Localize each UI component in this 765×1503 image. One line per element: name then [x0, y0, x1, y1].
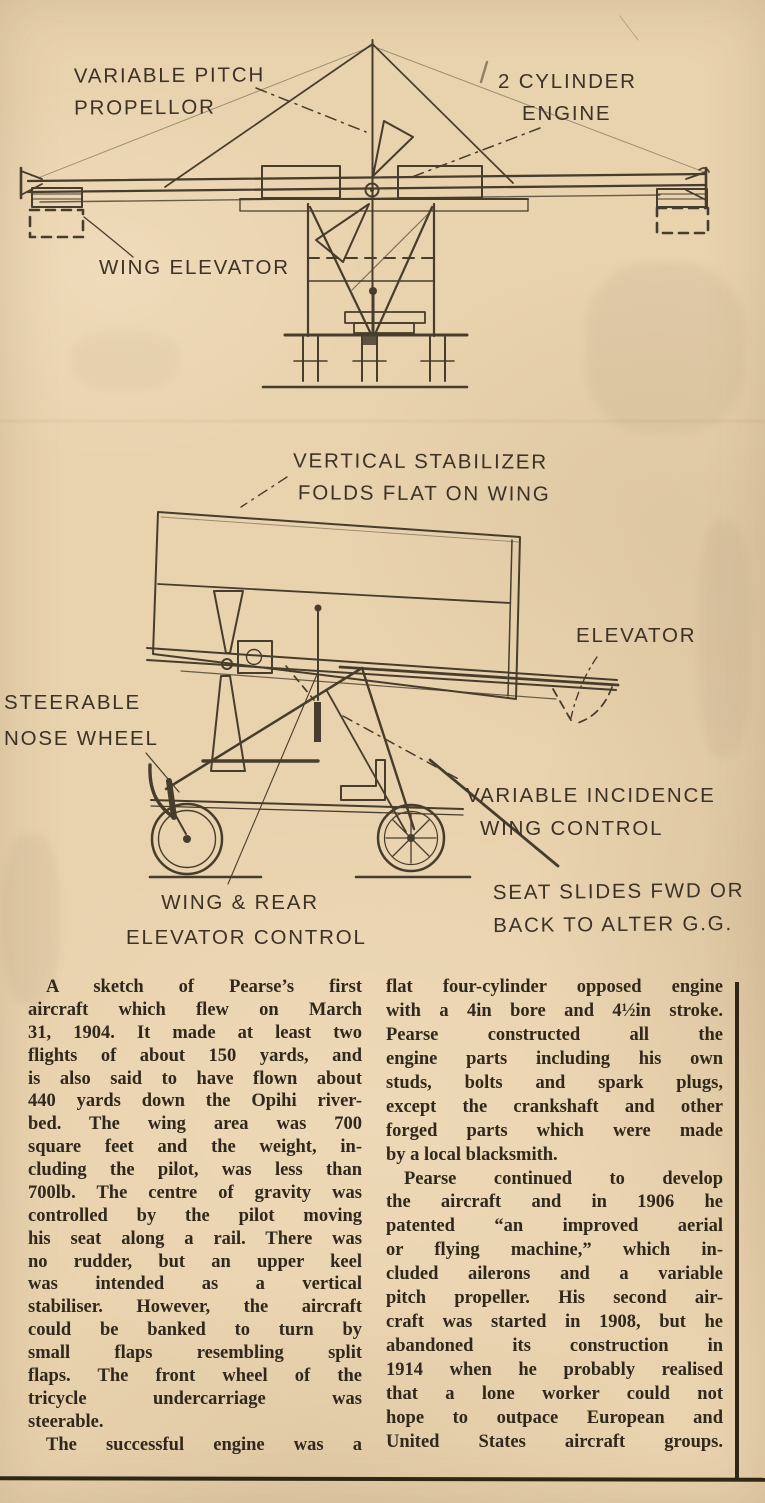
- rear-wheel: [376, 803, 446, 873]
- front-undercarriage: [261, 202, 469, 389]
- article-line: 31, 1904. It made at least two: [28, 1022, 362, 1043]
- article-line: that a lone worker could not: [386, 1383, 723, 1404]
- article-line: flat four-cylinder opposed engine: [386, 977, 723, 997]
- aircraft-sketch-diagrams: [19, 15, 710, 885]
- article-line: is also said to have flown about: [28, 1068, 362, 1089]
- label-elevator: ELEVATOR: [576, 620, 696, 652]
- wingtip-elevators: [28, 187, 710, 239]
- front-propeller: [315, 120, 414, 263]
- label-line: ELEVATOR: [576, 624, 697, 647]
- label-vertical-stabilizer: VERTICAL STABILIZER FOLDS FLAT ON WING: [293, 445, 551, 510]
- article-line: hope to outpace European and: [386, 1407, 723, 1428]
- label-line: VARIABLE INCIDENCE: [466, 784, 716, 807]
- article-line: could be banked to turn by: [28, 1320, 362, 1341]
- article-column-right: flat four-cylinder opposed engine with a …: [386, 976, 723, 1455]
- side-wing-and-tail: [146, 647, 620, 700]
- article-line: patented “an improved aerial: [386, 1216, 723, 1237]
- label-line: ENGINE: [522, 102, 612, 125]
- article-line: aircraft which flew on March: [28, 999, 362, 1020]
- article-line: forged parts which were made: [386, 1120, 723, 1141]
- label-wing-elevator: WING ELEVATOR: [99, 252, 290, 284]
- bleed-through-mark: [2, 833, 60, 1005]
- scratch-mark: [619, 15, 639, 41]
- label-variable-pitch-propellor: VARIABLE PITCH PROPELLOR: [74, 59, 266, 124]
- article-line: tricycle undercarriage was: [28, 1388, 362, 1409]
- side-frame: [148, 604, 464, 835]
- bleed-through-mark: [697, 520, 751, 758]
- article-line: flaps. The front wheel of the: [28, 1365, 362, 1386]
- label-steerable-nose-wheel: STEERABLE NOSE WHEEL: [4, 685, 159, 757]
- article-line: stabiliser. However, the aircraft: [28, 1297, 362, 1318]
- side-leader-lines: [145, 476, 598, 885]
- bleed-through-mark: [70, 330, 180, 390]
- article-line: the aircraft and in 1906 he: [386, 1192, 723, 1213]
- article-line: The successful engine was a: [46, 1434, 362, 1455]
- side-engine: [237, 640, 273, 674]
- label-line: NOSE WHEEL: [4, 727, 159, 750]
- bottom-rule: [0, 1476, 765, 1482]
- article-line: Pearse constructed all the: [386, 1024, 723, 1045]
- article-line: cluding the pilot, was less than: [28, 1160, 362, 1180]
- label-line: WING ELEVATOR: [99, 256, 290, 279]
- article-line: engine parts including his own: [386, 1048, 723, 1069]
- article-line: square feet and the weight, in-: [28, 1137, 362, 1158]
- article-line: was intended as a vertical: [28, 1274, 362, 1295]
- label-line: SEAT SLIDES FWD OR: [492, 878, 745, 905]
- article-line: 440 yards down the Opihi river-: [28, 1091, 362, 1112]
- label-seat-slides: SEAT SLIDES FWD OR BACK TO ALTER G.G.: [493, 874, 745, 942]
- paper-crease: [0, 420, 765, 422]
- article-line: steerable.: [28, 1411, 104, 1432]
- label-line: STEERABLE: [4, 691, 141, 714]
- article-line: Pearse continued to develop: [404, 1168, 723, 1189]
- article-line: no rudder, but an upper keel: [28, 1251, 362, 1272]
- article-line: abandoned its construction in: [386, 1336, 723, 1357]
- bleed-through-mark: [585, 262, 745, 434]
- front-view-diagram: [19, 15, 710, 389]
- label-line: VARIABLE PITCH: [73, 63, 266, 88]
- side-propeller: [210, 590, 246, 772]
- article-line: except the crankshaft and other: [386, 1096, 723, 1117]
- article-line: with a 4in bore and 4½in stroke.: [386, 1000, 723, 1021]
- article-line: 700lb. The centre of gravity was: [28, 1182, 362, 1203]
- article-line: studs, bolts and spark plugs,: [386, 1072, 723, 1093]
- article-line: flights of about 150 yards, and: [28, 1045, 362, 1066]
- article-line: pitch propeller. His second air-: [386, 1288, 723, 1309]
- article-line: United States aircraft groups.: [386, 1431, 723, 1452]
- label-line: WING CONTROL: [480, 817, 664, 840]
- front-nose-wheel: [150, 802, 224, 876]
- article-line: by a local blacksmith.: [386, 1144, 558, 1165]
- front-leader-lines: [83, 60, 541, 258]
- label-line: PROPELLOR: [74, 95, 216, 120]
- article-line: his seat along a rail. There was: [28, 1228, 362, 1249]
- front-mast-and-keel: [37, 39, 705, 334]
- article-line: craft was started in 1908, but he: [386, 1312, 723, 1333]
- article-line: A sketch of Pearse’s first: [46, 977, 362, 997]
- article-line: controlled by the pilot moving: [28, 1205, 362, 1226]
- label-line: ELEVATOR CONTROL: [126, 926, 367, 949]
- pilot-seat: [340, 759, 386, 801]
- article-line: or flying machine,” which in-: [386, 1240, 723, 1261]
- side-stabilizer-box: [152, 511, 521, 700]
- front-wing: [19, 166, 710, 207]
- label-line: VERTICAL STABILIZER: [293, 449, 548, 474]
- side-view-diagram: [145, 476, 620, 885]
- label-variable-incidence-wing-control: VARIABLE INCIDENCE WING CONTROL: [466, 779, 716, 845]
- label-2-cylinder-engine: 2 CYLINDER ENGINE: [498, 66, 637, 130]
- label-line: WING & REAR: [161, 891, 319, 914]
- article-line: small flaps resembling split: [28, 1343, 362, 1363]
- article-line: cluded ailerons and a variable: [386, 1264, 723, 1285]
- label-line: FOLDS FLAT ON WING: [297, 481, 551, 506]
- article-line: 1914 when he probably realised: [386, 1360, 723, 1380]
- label-line: 2 CYLINDER: [498, 70, 637, 93]
- column-right-border-rule: [735, 982, 739, 1478]
- article-line: bed. The wing area was 700: [28, 1114, 362, 1135]
- elevator-deflection-arc: [552, 686, 613, 725]
- label-line: BACK TO ALTER G.G.: [493, 912, 733, 938]
- label-wing-and-rear-elevator-control: WING & REAR ELEVATOR CONTROL: [126, 885, 367, 955]
